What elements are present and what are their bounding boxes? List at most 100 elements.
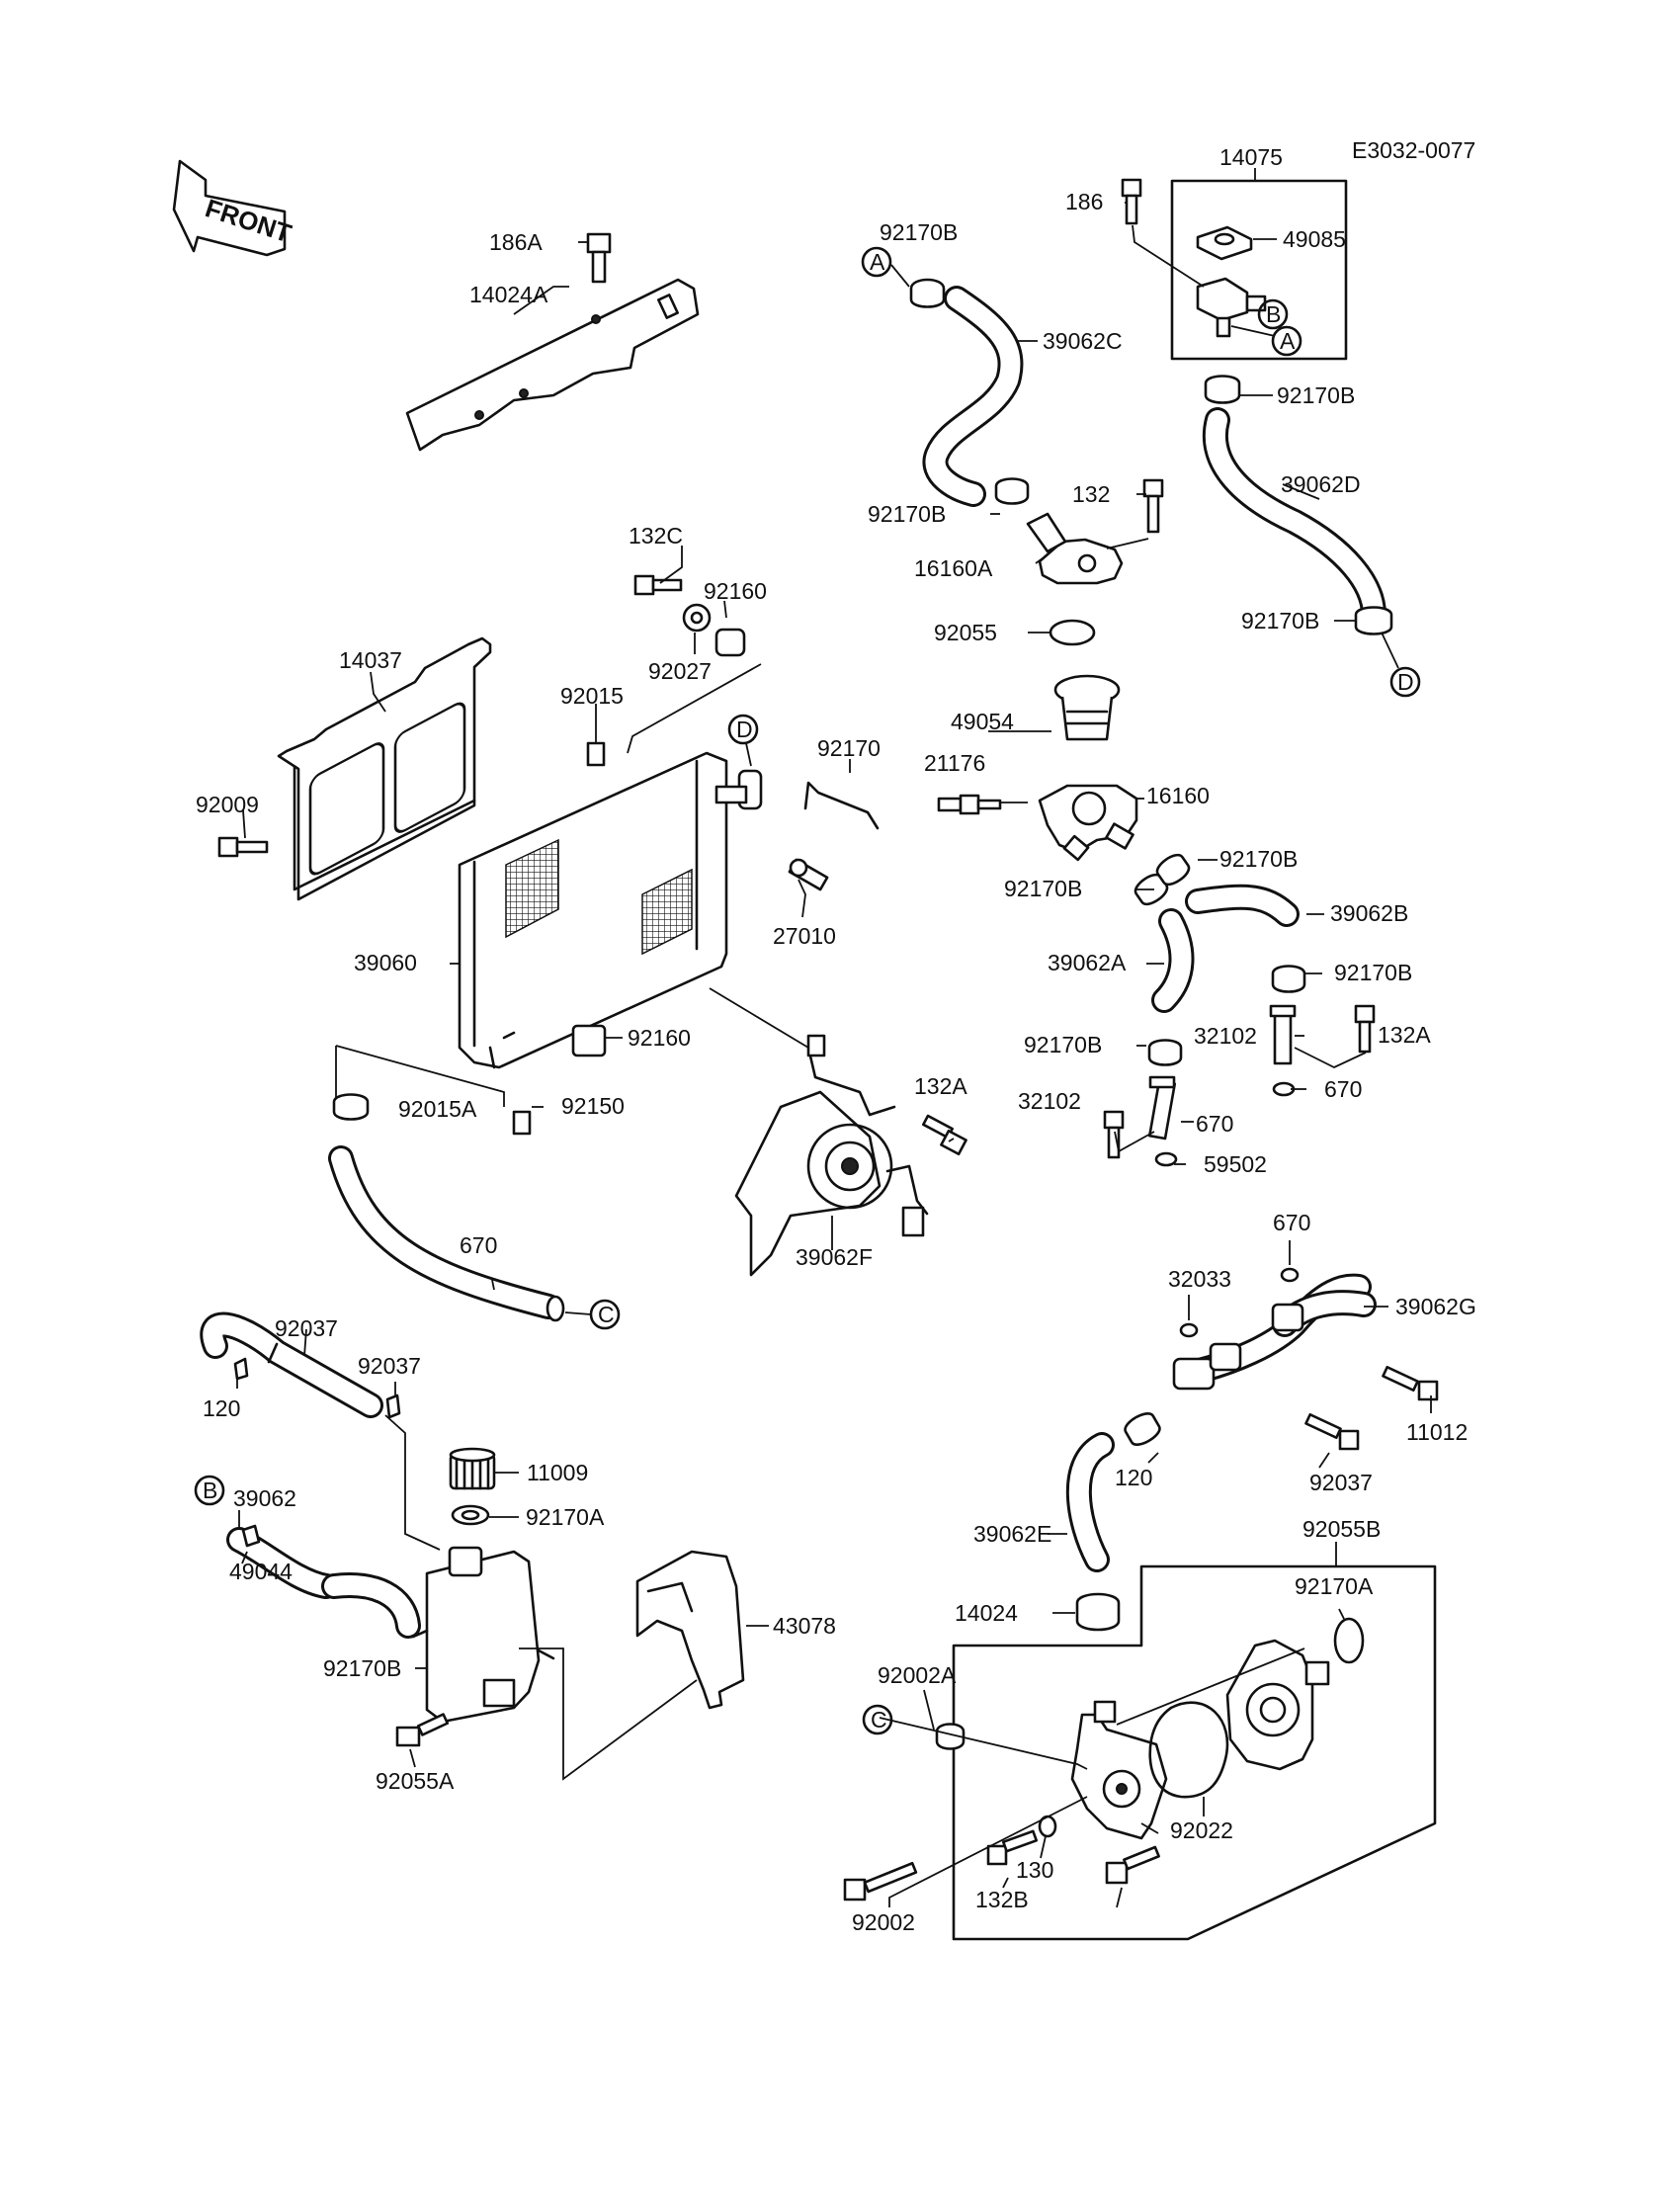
part-label: 14024A — [469, 282, 548, 307]
part-label: 16160 — [1146, 783, 1210, 808]
callout-d-right: D — [1389, 666, 1421, 698]
part-label: 132A — [1378, 1022, 1431, 1048]
part-label: 49085 — [1283, 226, 1346, 252]
part-label: 92160 — [628, 1025, 691, 1051]
part-label: 21176 — [924, 750, 985, 776]
callout-a-right-letter: A — [1280, 328, 1296, 354]
bolt-120-upper-shape — [1382, 1365, 1439, 1401]
front-arrow-label: FRONT — [202, 193, 295, 248]
part-label: 92170B — [1241, 608, 1319, 634]
bolt-132c-shape — [633, 574, 683, 596]
cap-11012-shape — [449, 1447, 496, 1490]
callout-d-left-letter: D — [736, 717, 753, 742]
part-label: 92009 — [196, 792, 259, 817]
part-label: 92015 — [560, 683, 624, 709]
parts-illustration — [200, 178, 1439, 1941]
part-label: 186A — [489, 229, 543, 255]
callout-c-middle: C — [589, 1299, 621, 1330]
callout-a-right: A — [1271, 325, 1302, 357]
part-label: 39062A — [1048, 950, 1127, 975]
part-label: 32102 — [1018, 1088, 1081, 1114]
radiator-39060-shape — [458, 751, 728, 1069]
part-label: 39062B — [1330, 900, 1408, 926]
callout-d-right-letter: D — [1397, 669, 1414, 695]
part-label: 92037 — [358, 1353, 421, 1379]
cover-14024a-shape — [405, 278, 700, 452]
housing-16160a-shape — [1038, 538, 1124, 585]
part-label: 92170B — [868, 501, 946, 527]
callout-b-left-letter: B — [203, 1478, 217, 1503]
part-label: 49054 — [951, 709, 1014, 734]
front-arrow: FRONT — [172, 159, 295, 257]
part-label: 120 — [1115, 1465, 1152, 1490]
part-label: 92015A — [398, 1096, 477, 1122]
part-label: 43078 — [773, 1613, 836, 1639]
part-label: 39062F — [796, 1244, 873, 1270]
part-label: 92160 — [704, 578, 767, 604]
callout-a-left-letter: A — [870, 249, 885, 275]
part-label: 670 — [1324, 1076, 1362, 1102]
switch-27010-shape — [788, 858, 829, 891]
part-label: 132A — [914, 1073, 967, 1099]
callout-c-bottom: C — [862, 1704, 893, 1735]
bolt-120-lower-shape — [1304, 1412, 1360, 1451]
part-label: 92055A — [376, 1768, 455, 1794]
part-label: 92170B — [1277, 382, 1355, 408]
diagram-code: E3032-0077 — [1352, 137, 1475, 163]
bolt-132b-shape — [843, 1861, 918, 1901]
part-label: 92037 — [1309, 1470, 1373, 1495]
cap-49085-shape — [1196, 225, 1253, 261]
bolt-186-shape — [1121, 178, 1142, 225]
sensor-21176-shape — [937, 794, 1002, 815]
fitting-32102-upper-shape — [1269, 1004, 1297, 1065]
pump-body-shape — [1070, 1700, 1168, 1840]
callout-a-left: A — [861, 246, 892, 278]
gasket-92055a-shape — [1148, 1701, 1229, 1799]
part-label: 39060 — [354, 950, 417, 975]
part-label: 92170B — [880, 219, 958, 245]
part-labels: 14075 186 49085 92170B 39062C 92170B 390… — [196, 144, 1476, 1935]
frame-14037-shape — [277, 636, 492, 901]
part-label: 59502 — [1204, 1151, 1267, 1177]
part-label: 14075 — [1219, 144, 1283, 170]
callout-b-top: B — [1257, 298, 1289, 330]
bolt-132-shape — [1142, 478, 1164, 534]
part-label: 92170B — [1219, 846, 1298, 872]
part-label: 92170A — [1295, 1573, 1374, 1599]
part-label: 39062 — [233, 1485, 296, 1511]
part-label: 14024 — [955, 1600, 1018, 1626]
callout-b-left: B — [194, 1475, 225, 1506]
part-label: 92170B — [1334, 960, 1412, 985]
part-label: 92002A — [878, 1662, 957, 1688]
bracket-14024-shape — [635, 1550, 745, 1710]
fitting-32102-lower-shape — [1147, 1075, 1177, 1141]
part-label: 120 — [203, 1395, 240, 1421]
part-label: 32033 — [1168, 1266, 1231, 1292]
thermostat-49054-shape — [1053, 674, 1121, 741]
box-14075 — [1170, 179, 1348, 361]
callout-d-left: D — [727, 714, 759, 745]
callout-c-bottom-letter: C — [871, 1707, 887, 1732]
bolt-132a-upper-shape — [1354, 1004, 1376, 1054]
part-label: 130 — [1016, 1857, 1053, 1883]
part-label: 132C — [629, 523, 683, 549]
part-label: 92055B — [1302, 1516, 1381, 1542]
part-label: 92037 — [275, 1315, 338, 1341]
part-label: 92170 — [817, 735, 881, 761]
part-label: 92170A — [526, 1504, 605, 1530]
bolt-186a-shape — [586, 232, 612, 284]
part-label: 14037 — [339, 647, 402, 673]
part-label: 39062C — [1043, 328, 1123, 354]
bolt-92150-shape — [921, 1114, 967, 1156]
part-label: 92002 — [852, 1909, 915, 1935]
part-label: 32102 — [1194, 1023, 1257, 1049]
part-label: 39062D — [1281, 471, 1361, 497]
bolt-130-shape — [986, 1829, 1039, 1866]
part-label: 39062E — [973, 1521, 1051, 1547]
callout-markers: A A B B C C D D — [194, 246, 1421, 1735]
leader-lines — [236, 168, 1432, 1908]
part-label: 27010 — [773, 923, 836, 949]
part-label: 92022 — [1170, 1817, 1233, 1843]
filler-neck-shape — [1196, 277, 1267, 338]
part-label: 92150 — [561, 1093, 625, 1119]
